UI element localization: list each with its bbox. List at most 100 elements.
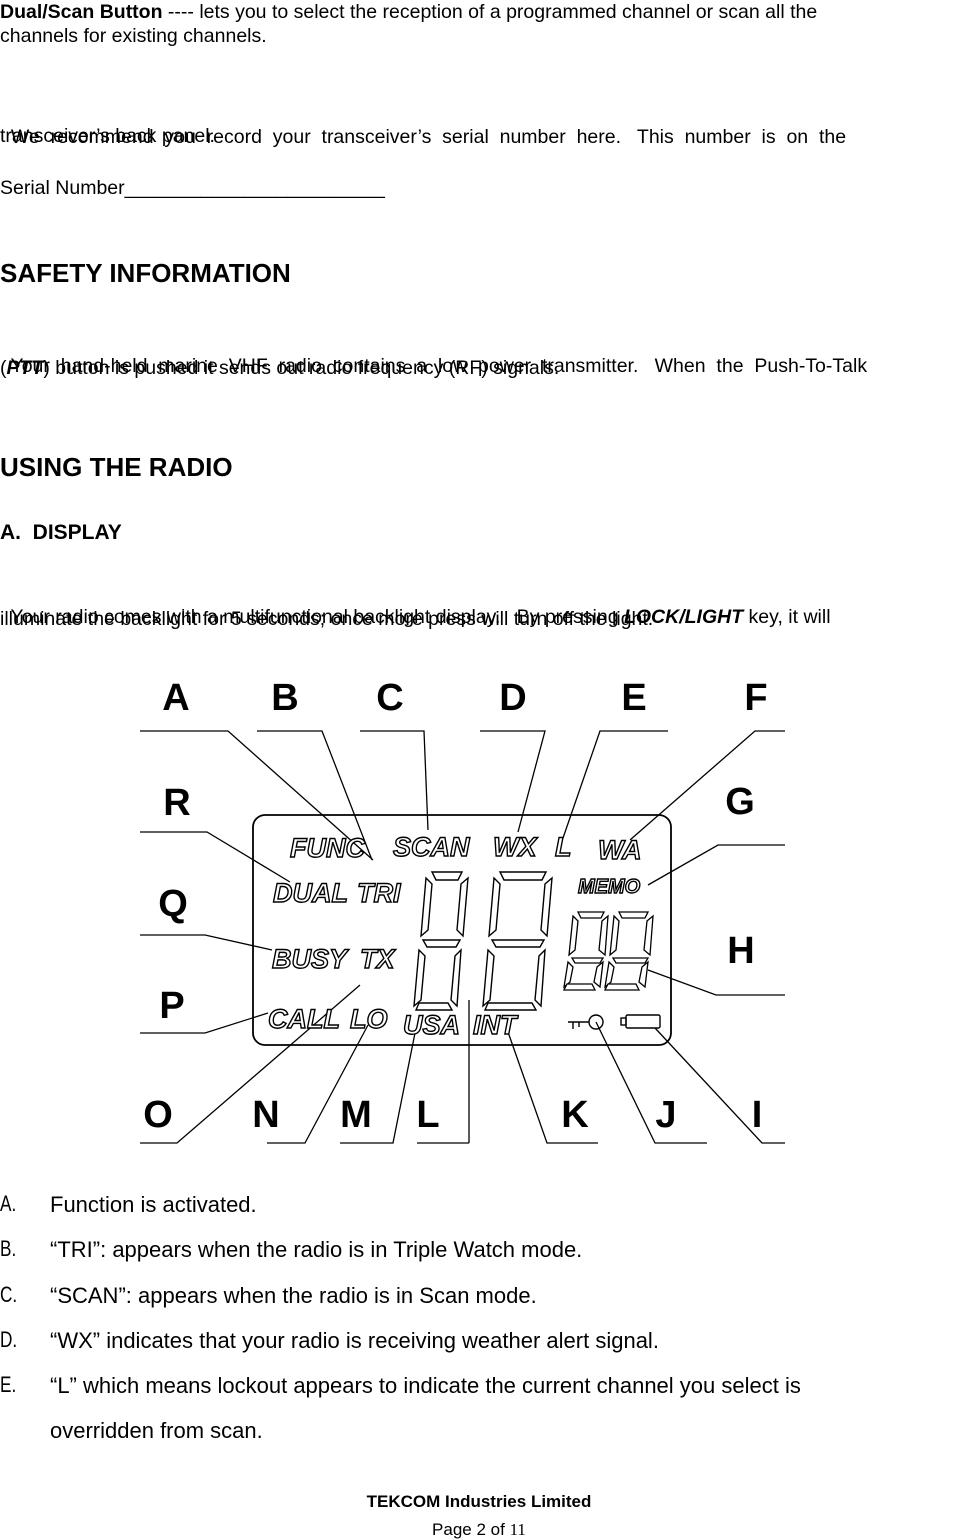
- display-paragraph-line2: illuminate the backlight for 5 seconds; …: [0, 606, 958, 633]
- lock-light-key-term: LOCK/LIGHT: [623, 606, 744, 628]
- leader-line-n: [267, 1024, 369, 1144]
- lcd-dual: DUAL: [273, 878, 348, 908]
- serial-recommend-line1: We recommend you record your transceiver…: [0, 97, 958, 151]
- dual-scan-paragraph-line1: Dual/Scan Button ---- lets you to select…: [0, 0, 958, 26]
- lcd-memo: MEMO: [578, 876, 641, 898]
- safety-text-cont: ) button is pushed it sends out radio fr…: [43, 357, 560, 379]
- legend-letter: E.: [0, 1372, 17, 1397]
- big-seven-segment-digits: [413, 871, 553, 1011]
- lcd-wx: WX: [493, 832, 538, 862]
- callout-e: E: [621, 677, 646, 719]
- callout-f: F: [744, 677, 767, 719]
- callout-o: O: [143, 1094, 173, 1136]
- safety-heading: SAFETY INFORMATION: [0, 258, 291, 288]
- leader-line-c: [360, 730, 429, 831]
- legend-letter: B.: [0, 1236, 17, 1261]
- leader-line-k: [507, 1031, 598, 1144]
- leader-line-b: [257, 730, 373, 861]
- serial-number-field: Serial Number________________________: [0, 175, 958, 202]
- legend-item: D. “WX” indicates that your radio is rec…: [0, 1319, 958, 1363]
- lcd-lo: LO: [350, 1004, 388, 1034]
- display-paragraph-line1: Your radio comes with a multifunctional …: [0, 577, 958, 631]
- callout-j: J: [655, 1094, 676, 1136]
- lcd-usa: USA: [403, 1010, 460, 1040]
- lcd-call: CALL: [268, 1004, 340, 1034]
- legend-text: “SCAN”: appears when the radio is in Sca…: [50, 1283, 537, 1308]
- leader-line-h: [647, 969, 785, 996]
- lcd-tri: TRI: [357, 878, 401, 908]
- footer-company: TEKCOM Industries Limited: [366, 1492, 592, 1511]
- lcd-display-diagram: A B C D E F G H I J K L M N O P Q R FUNC…: [140, 677, 785, 1144]
- lcd-busy: BUSY: [272, 944, 350, 974]
- lcd-int: INT: [473, 1010, 519, 1040]
- legend-letter: C.: [0, 1282, 18, 1307]
- legend-text: overridden from scan.: [50, 1418, 263, 1443]
- legend-text: “TRI”: appears when the radio is in Trip…: [50, 1237, 583, 1262]
- legend-letter: A.: [0, 1191, 17, 1216]
- callout-n: N: [252, 1094, 279, 1136]
- display-text: Your radio comes with a multifunctional …: [10, 606, 624, 628]
- legend-item: B. “TRI”: appears when the radio is in T…: [0, 1228, 958, 1272]
- ptt-term: PTT: [6, 357, 44, 379]
- leader-line-g: [647, 844, 785, 886]
- display-text-end: key, it will: [743, 606, 831, 628]
- callout-b: B: [271, 677, 298, 719]
- lcd-tx: TX: [360, 944, 396, 974]
- dual-scan-description: ---- lets you to select the reception of…: [162, 1, 818, 23]
- key-icon: [568, 1014, 604, 1030]
- serial-recommend-text-cont: transceiver’s back panel.: [0, 125, 215, 147]
- legend-item: E. “L” which means lockout appears to in…: [0, 1364, 958, 1408]
- callout-h: H: [727, 930, 754, 972]
- display-text-cont: illuminate the backlight for 5 seconds; …: [0, 608, 654, 630]
- page-prefix: Page 2 of: [432, 1520, 510, 1539]
- paren-open: (: [0, 357, 7, 379]
- callout-r: R: [163, 782, 190, 824]
- page-total: 11: [509, 1520, 526, 1539]
- serial-number-label: Serial Number________________________: [0, 177, 385, 199]
- legend-text: “L” which means lockout appears to indic…: [50, 1373, 801, 1398]
- using-heading: USING THE RADIO: [0, 452, 233, 482]
- safety-text: Your hand-held marine VHF radio contains…: [10, 355, 868, 377]
- callout-p: P: [159, 985, 184, 1027]
- display-subheading: A. DISPLAY: [0, 521, 122, 544]
- leader-line-f: [629, 730, 785, 841]
- serial-recommend-text: We recommend you record your transceiver…: [10, 126, 847, 148]
- leader-line-j: [595, 1021, 707, 1144]
- legend-item-continuation: overridden from scan.: [0, 1409, 958, 1453]
- leader-line-p: [140, 1012, 269, 1034]
- lcd-wa: WA: [598, 835, 642, 865]
- callout-l: L: [416, 1094, 439, 1136]
- leader-line-o: [140, 984, 361, 1144]
- leader-line-e: [562, 730, 668, 839]
- safety-line2: (PTT) button is pushed it sends out radi…: [0, 355, 958, 382]
- leader-line-q: [140, 934, 273, 951]
- callout-g: G: [725, 781, 755, 823]
- callout-k: K: [561, 1094, 589, 1136]
- legend-text: “WX” indicates that your radio is receiv…: [50, 1328, 659, 1353]
- leader-line-m: [340, 1032, 416, 1144]
- lcd-frame: [252, 814, 672, 1046]
- leader-line-r: [140, 831, 291, 883]
- callout-c: C: [376, 677, 403, 719]
- serial-recommend-line2: transceiver’s back panel.: [0, 123, 958, 150]
- lcd-l: L: [555, 832, 572, 862]
- dual-scan-paragraph-line2: channels for existing channels.: [0, 23, 958, 50]
- leader-line-a: [140, 730, 374, 861]
- dual-scan-term: Dual/Scan Button: [0, 1, 163, 23]
- leader-line-d: [480, 730, 546, 833]
- legend-item: C. “SCAN”: appears when the radio is in …: [0, 1274, 958, 1318]
- legend-letter: D.: [0, 1327, 18, 1352]
- legend-item: A. Function is activated.: [0, 1183, 958, 1227]
- legend-text: Function is activated.: [50, 1192, 257, 1217]
- dual-scan-description-cont: channels for existing channels.: [0, 25, 267, 47]
- footer-page-number: Page 2 of 11: [0, 1520, 958, 1540]
- callout-i: I: [752, 1094, 763, 1136]
- safety-line1: Your hand-held marine VHF radio contains…: [0, 326, 958, 380]
- lcd-scan: SCAN: [393, 832, 470, 862]
- callout-q: Q: [158, 883, 188, 925]
- leader-line-i: [654, 1027, 785, 1144]
- callout-a: A: [162, 677, 189, 719]
- callout-m: M: [340, 1094, 372, 1136]
- small-seven-segment-digits: [562, 911, 654, 991]
- battery-icon: [620, 1014, 661, 1029]
